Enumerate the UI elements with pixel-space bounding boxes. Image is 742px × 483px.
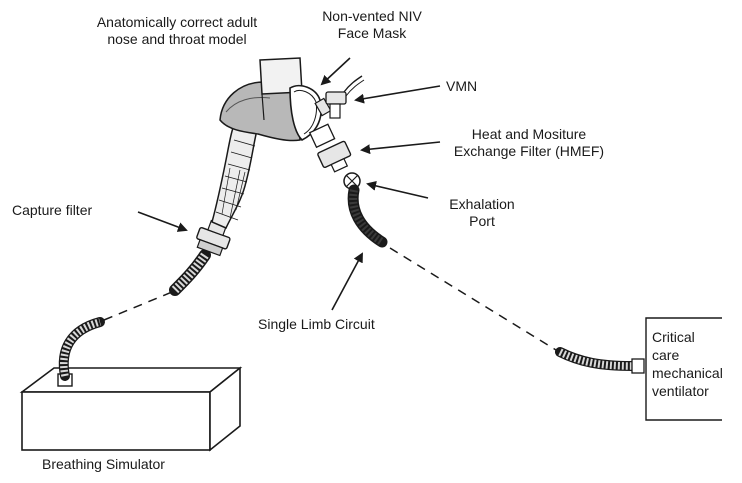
throat-model <box>211 117 259 229</box>
hmef-arrow <box>360 141 441 155</box>
hmef-label-line-2: Exchange Filter (HMEF) <box>453 143 605 159</box>
breathing-simulator-label: Breathing Simulator <box>42 456 165 472</box>
face-mask-label-line-2: Face Mask <box>337 25 407 41</box>
ventilator-label-line-2: care <box>652 347 680 363</box>
exhalation-port-label: Exhalation Port <box>432 196 532 230</box>
ventilator-box <box>645 317 722 421</box>
circuit-dashed-link <box>389 247 557 351</box>
nose-model-label: Anatomically correct adult nose and thro… <box>70 14 284 48</box>
single-limb-arrow <box>331 252 363 311</box>
capture-filter-arrow <box>137 211 188 232</box>
face-mask-arrow <box>320 57 351 86</box>
single-limb-tube <box>347 184 388 248</box>
vmn-label: VMN <box>446 78 478 94</box>
vmn-nebulizer <box>325 75 365 119</box>
nose-model-label-line-1: Anatomically correct adult <box>96 14 258 30</box>
face-mask-label-line-1: Non-vented NIV <box>322 8 422 24</box>
simulator-tube <box>58 317 105 381</box>
capture-filter-label: Capture filter <box>12 202 93 218</box>
nose-model-label-line-2: nose and throat model <box>107 31 247 47</box>
simulator-dashed-link <box>103 291 173 321</box>
breathing-simulator-box <box>19 366 243 452</box>
ventilator-tube <box>555 347 645 374</box>
single-limb-circuit-label: Single Limb Circuit <box>258 316 375 332</box>
hmef-filter <box>308 123 352 173</box>
hmef-label: Heat and Mositure Exchange Filter (HMEF) <box>436 126 622 160</box>
ventilator-label: Critical care mechanical ventilator <box>652 328 723 400</box>
ventilator-label-line-3: mechanical <box>652 365 723 381</box>
exhalation-port-arrow <box>366 180 429 199</box>
hmef-label-line-1: Heat and Mositure <box>471 126 587 142</box>
face-mask-label: Non-vented NIV Face Mask <box>306 8 438 42</box>
capture-filter-tube <box>169 249 211 296</box>
vmn-arrow <box>354 85 441 104</box>
exhalation-port-label-line-1: Exhalation <box>449 196 515 212</box>
exhalation-port-label-line-2: Port <box>469 213 495 229</box>
face-mask <box>289 84 332 141</box>
ventilator-label-line-1: Critical <box>652 329 695 345</box>
nose-model <box>219 57 303 142</box>
ventilator-label-line-4: ventilator <box>652 383 709 399</box>
